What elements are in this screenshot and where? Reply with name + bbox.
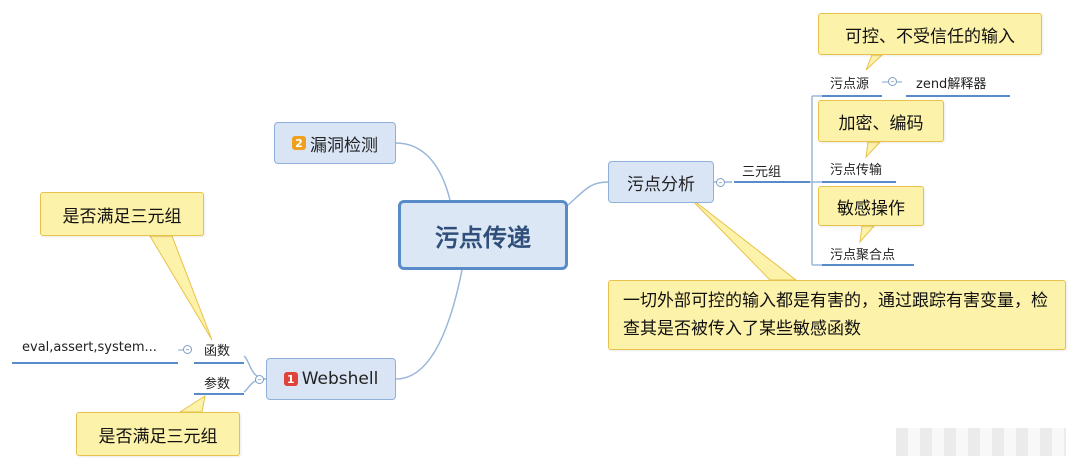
- link-root-webshell: [395, 269, 463, 380]
- node-webshell[interactable]: 1 Webshell: [266, 358, 396, 400]
- node-vuln-detect[interactable]: 2 漏洞检测: [274, 122, 396, 164]
- node-taint-analysis[interactable]: 污点分析: [608, 161, 714, 203]
- func-list-underline: [12, 362, 178, 364]
- func-list-label[interactable]: eval,assert,system...: [22, 340, 157, 355]
- note-sink: 敏感操作: [818, 186, 924, 226]
- triple-label[interactable]: 三元组: [742, 165, 782, 180]
- link-root-taint: [567, 181, 609, 206]
- taint-source-underline: [822, 95, 882, 97]
- param-label[interactable]: 参数: [204, 377, 231, 392]
- link-webshell-children: [243, 355, 267, 393]
- callout-pointer-sink: [859, 225, 876, 244]
- priority-1-icon: 1: [283, 372, 298, 386]
- taint-transmit-underline: [822, 181, 896, 183]
- taint-source-label[interactable]: 污点源: [830, 77, 870, 92]
- link-triple-items: [810, 95, 822, 266]
- function-label[interactable]: 函数: [204, 344, 231, 359]
- note-source: 可控、不受信任的输入: [818, 13, 1042, 55]
- param-underline: [194, 393, 244, 395]
- callout-pointer-transmit: [865, 141, 882, 159]
- root-node[interactable]: 污点传递: [398, 200, 568, 270]
- note-taint-summary: 一切外部可控的输入都是有害的，通过跟踪有害变量，检查其是否被传入了某些敏感函数: [608, 280, 1066, 350]
- note-transmit: 加密、编码: [818, 100, 944, 142]
- collapse-icon[interactable]: –: [255, 375, 264, 384]
- priority-2-icon: 2: [292, 136, 306, 150]
- triple-underline: [734, 181, 810, 183]
- collapse-icon[interactable]: –: [183, 345, 192, 354]
- function-underline: [194, 362, 244, 364]
- taint-sink-underline: [822, 264, 914, 266]
- watermark-area: [896, 428, 1066, 456]
- webshell-label: Webshell: [301, 369, 379, 389]
- collapse-icon[interactable]: –: [888, 77, 897, 86]
- root-label: 污点传递: [435, 223, 531, 252]
- taint-transmit-label[interactable]: 污点传输: [830, 163, 883, 178]
- zend-interpreter-label[interactable]: zend解释器: [916, 77, 987, 92]
- callout-pointer-summary: [687, 195, 798, 281]
- taint-sink-label[interactable]: 污点聚合点: [830, 248, 896, 263]
- collapse-icon[interactable]: –: [716, 178, 725, 187]
- zend-underline: [906, 95, 1010, 97]
- note-param-check: 是否满足三元组: [76, 412, 240, 456]
- callout-pointer-source: [865, 54, 884, 71]
- link-root-vuln: [395, 142, 451, 201]
- note-func-check: 是否满足三元组: [40, 192, 204, 236]
- callout-pointer-func: [149, 235, 213, 341]
- callout-pointer-param: [178, 394, 206, 413]
- vuln-detect-label: 漏洞检测: [310, 135, 378, 156]
- taint-analysis-label: 污点分析: [627, 174, 695, 195]
